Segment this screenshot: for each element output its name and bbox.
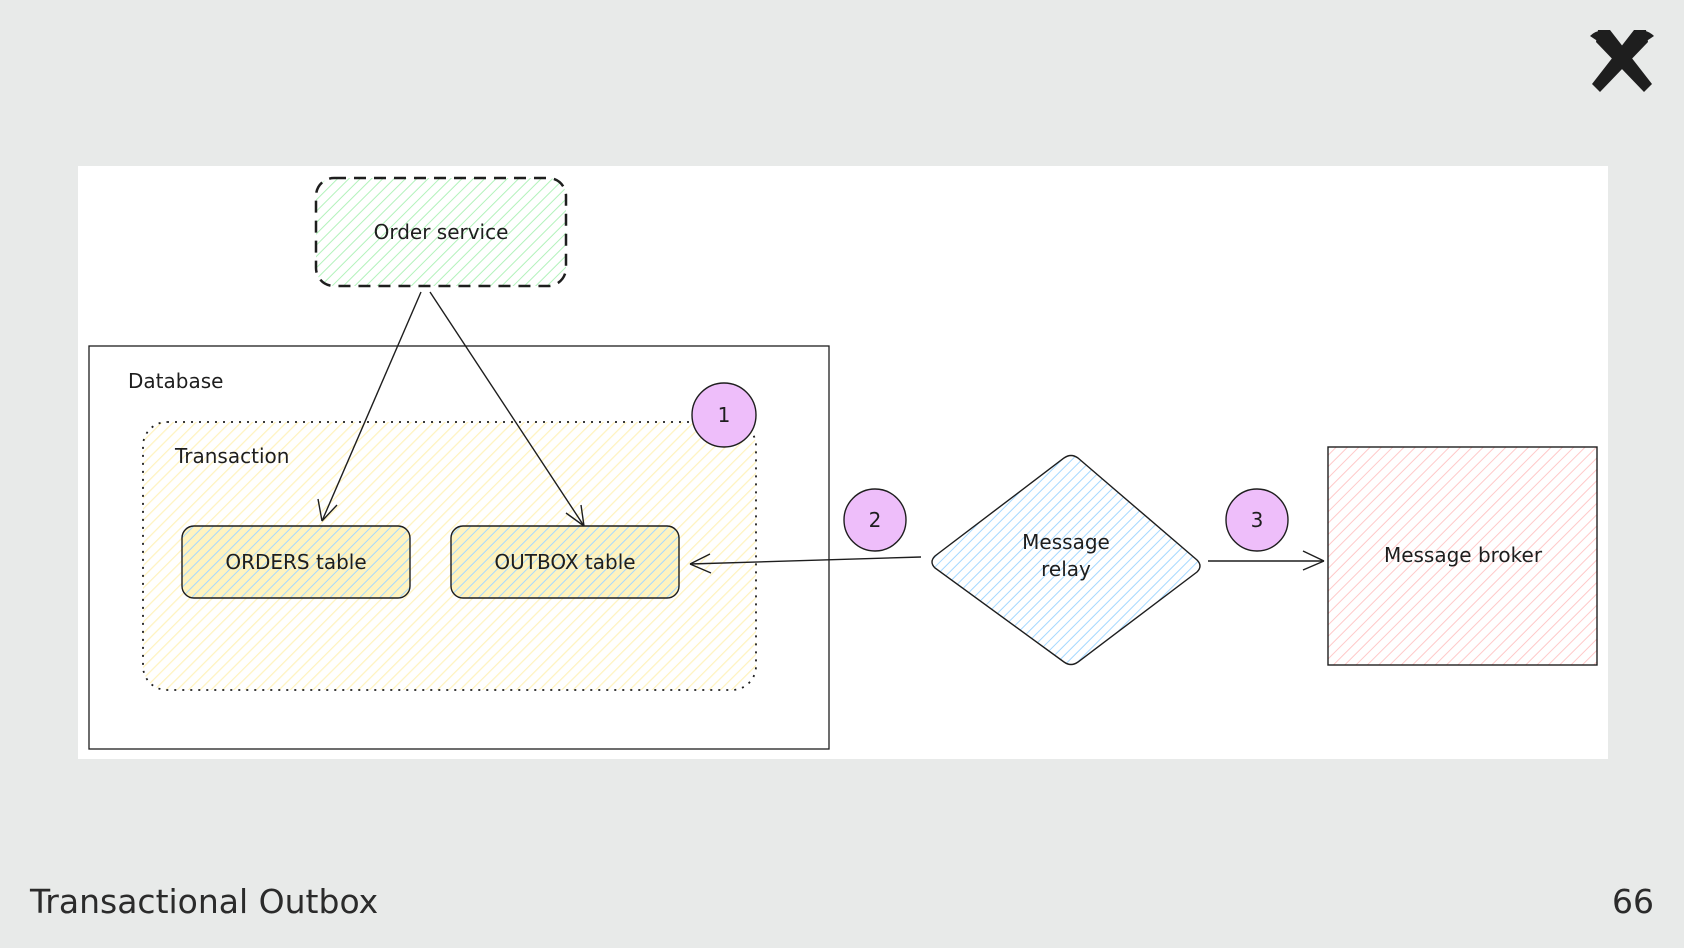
arrow-relay-to-outbox xyxy=(689,553,922,574)
step-badge-3-label: 3 xyxy=(1251,508,1264,532)
message-relay-label-line1: Message xyxy=(1022,530,1110,554)
outbox-table-node: OUTBOX table xyxy=(450,525,680,599)
database-container: Database xyxy=(88,345,830,750)
message-relay-label-line2: relay xyxy=(1041,557,1091,581)
page-number: 66 xyxy=(1612,882,1654,921)
order-service-label: Order service xyxy=(374,220,509,244)
step-badge-3: 3 xyxy=(1225,488,1289,552)
arrow-order-to-outbox xyxy=(429,291,585,527)
crossed-hammers-icon xyxy=(1590,30,1654,92)
orders-table-node: ORDERS table xyxy=(181,525,411,599)
outbox-table-label: OUTBOX table xyxy=(494,550,635,574)
arrow-relay-to-broker xyxy=(1208,550,1325,571)
step-badge-2-label: 2 xyxy=(869,508,882,532)
arrow-order-to-orders xyxy=(317,291,422,522)
message-broker-node: Message broker xyxy=(1327,446,1598,666)
message-broker-label: Message broker xyxy=(1384,543,1543,567)
orders-table-label: ORDERS table xyxy=(225,550,366,574)
step-badge-1-label: 1 xyxy=(718,403,731,427)
message-relay-node: Message relay xyxy=(931,454,1201,666)
step-badge-1: 1 xyxy=(691,382,757,448)
step-badge-2: 2 xyxy=(843,488,907,552)
outbox-diagram: Order service Database Transaction ORDER… xyxy=(88,176,1598,750)
diagram-panel: Order service Database Transaction ORDER… xyxy=(78,166,1608,759)
transaction-group: Transaction xyxy=(142,421,757,691)
transaction-label: Transaction xyxy=(174,444,289,468)
database-label: Database xyxy=(128,369,223,393)
slide-title: Transactional Outbox xyxy=(30,882,379,921)
order-service-node: Order service xyxy=(314,176,568,288)
